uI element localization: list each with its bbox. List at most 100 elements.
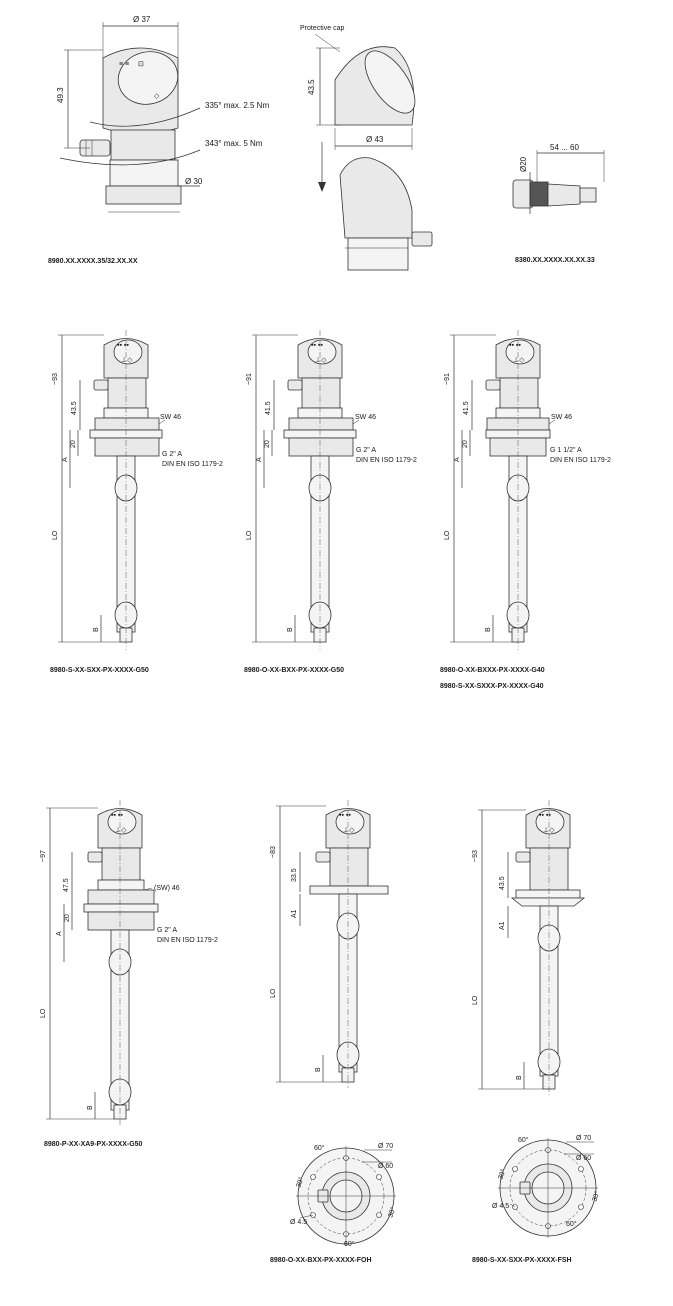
- row3-sensor-1: ▪▪ ▪▪ ⊥◇ ~97 47.5 20 A LO B (SW) 46 G 2"…: [40, 800, 218, 1148]
- flange-top-view-1: Ø 70 Ø 60 Ø 4.5 60° 30° 60° 30° 8980-O-X…: [270, 1143, 398, 1264]
- svg-text:≡ ≡: ≡ ≡: [119, 61, 129, 68]
- dim-neck-height: 33.5: [291, 868, 298, 882]
- dim-b: B: [315, 1067, 322, 1072]
- dim-neck-height: 41.5: [265, 401, 272, 415]
- cap-height: 43.5: [307, 79, 316, 95]
- thread-spec: G 2" A: [157, 927, 177, 934]
- thread-spec: G 1 1/2" A: [550, 447, 582, 454]
- dim-neck-height: 43.5: [499, 876, 506, 890]
- dim-total-height: ~97: [40, 850, 47, 862]
- dim-a: A: [56, 931, 63, 936]
- dim-d37: Ø 37: [133, 15, 151, 24]
- rotation-label-neck: 343° max. 5 Nm: [205, 139, 263, 148]
- flange-bolt-circle: Ø 60: [576, 1155, 591, 1162]
- dim-total-height: ~91: [444, 373, 451, 385]
- spanner-size: SW 46: [355, 414, 376, 421]
- dim-lo: LO: [52, 530, 59, 540]
- flange-outer-diameter: Ø 70: [378, 1143, 393, 1150]
- svg-text:⊡: ⊡: [138, 61, 144, 68]
- part-code: 8980.XX.XXXX.35/32.XX.XX: [48, 258, 138, 265]
- protective-cap-view: Protective cap 43.5 Ø 43: [300, 25, 433, 271]
- dim-lo: LO: [270, 988, 277, 998]
- dim-total-height: ~83: [270, 846, 277, 858]
- dim-neck-height: 41.5: [463, 401, 470, 415]
- dim-total-height: ~93: [52, 373, 59, 385]
- flange-angle-left: 30°: [294, 1176, 305, 1189]
- part-code: 8980-S-XX-SXX-PX-XXXX-FSH: [472, 1257, 572, 1264]
- dim-lo: LO: [40, 1008, 47, 1018]
- dim-lo: LO: [246, 530, 253, 540]
- spanner-size: (SW) 46: [154, 885, 180, 892]
- svg-text:▪▪ ▪▪: ▪▪ ▪▪: [539, 812, 551, 819]
- svg-text:▪▪ ▪▪: ▪▪ ▪▪: [111, 812, 123, 819]
- thread-norm: DIN EN ISO 1179-2: [162, 461, 223, 468]
- flange-bolt-circle: Ø 60: [378, 1163, 393, 1170]
- dim-neck-height: 47.5: [63, 878, 70, 892]
- dim-h49-3: 49.3: [56, 87, 65, 103]
- part-code: 8980-P-XX-XA9-PX-XXXX-G50: [44, 1141, 143, 1148]
- dim-flange-height: 20: [70, 440, 77, 448]
- flange-hole-diameter: Ø 4.5: [492, 1203, 509, 1210]
- dim-b: B: [87, 1105, 94, 1110]
- connector-view: 54 ... 60 Ø20 8380.XX.XXXX.XX.XX.33: [512, 143, 605, 264]
- svg-text:▪▪ ▪▪: ▪▪ ▪▪: [117, 342, 129, 349]
- row3-sensor-2: ▪▪ ▪▪ ⊥◇ ~83 33.5 A1 LO B: [270, 800, 389, 1088]
- top-sensor-view: ≡ ≡ ⊡ ◇ Ø 37 49.3 335° max. 2.5 Nm 343° …: [48, 15, 269, 265]
- connector-code: 8380.XX.XXXX.XX.XX.33: [515, 257, 595, 264]
- row2-sensor-1: ▪▪ ▪▪ ⊥◇ ~93 43.5 20 A LO B SW 46 G 2" A…: [50, 330, 223, 674]
- row3-sensor-3: ▪▪ ▪▪ ⊥◇ ~93 43.5 A1 LO B: [472, 800, 586, 1095]
- thread-norm: DIN EN ISO 1179-2: [157, 937, 218, 944]
- svg-text:▪▪ ▪▪: ▪▪ ▪▪: [311, 342, 323, 349]
- connector-diameter: Ø20: [519, 156, 528, 172]
- thread-norm: DIN EN ISO 1179-2: [356, 457, 417, 464]
- dim-b: B: [287, 627, 294, 632]
- spanner-size: SW 46: [160, 414, 181, 421]
- dim-total-height: ~91: [246, 373, 253, 385]
- dim-flange-height: 20: [462, 440, 469, 448]
- flange-angle-left: 30°: [496, 1168, 507, 1181]
- flange-top-view-2: Ø 70 Ø 60 Ø 4.5 60° 30° 60° 30° 8980-S-X…: [472, 1135, 602, 1264]
- svg-text:⊥◇: ⊥◇: [121, 357, 133, 364]
- flange-angle-top: 60°: [518, 1136, 529, 1144]
- flange-hole-diameter: Ø 4.5: [290, 1219, 307, 1226]
- row2-sensor-2: ▪▪ ▪▪ ⊥◇ ~91 41.5 20 A LO B SW 46 G 2" A…: [244, 330, 417, 674]
- dim-a1: A1: [499, 921, 506, 930]
- part-code: 8980-O-XX-BXXX-PX-XXXX-G40: [440, 667, 545, 674]
- dim-b: B: [93, 627, 100, 632]
- cap-label: Protective cap: [300, 25, 344, 32]
- part-code: 8980-O-XX-BXX-PX-XXXX-FOH: [270, 1257, 372, 1264]
- row2-sensor-3: ▪▪ ▪▪ ⊥◇ ~91 41.5 20 A LO B SW 46 G 1 1/…: [440, 330, 611, 690]
- dim-a1: A1: [291, 909, 298, 918]
- spanner-size: SW 46: [551, 414, 572, 421]
- dim-a: A: [256, 457, 263, 462]
- svg-text:◇: ◇: [154, 93, 160, 100]
- dim-a: A: [454, 457, 461, 462]
- svg-text:⊥◇: ⊥◇: [343, 827, 355, 834]
- part-code: 8980-S-XX-SXX-PX-XXXX-G50: [50, 667, 149, 674]
- thread-spec: G 2" A: [162, 451, 182, 458]
- part-code-alt: 8980-S-XX-SXXX-PX-XXXX-G40: [440, 683, 544, 690]
- part-code: 8980-O-XX-BXX-PX-XXXX-G50: [244, 667, 344, 674]
- connector-length: 54 ... 60: [550, 143, 579, 152]
- flange-angle-top: 60°: [314, 1144, 325, 1152]
- flange-angle-right: 30°: [386, 1206, 397, 1219]
- dim-a: A: [62, 457, 69, 462]
- flange-angle-right: 30°: [590, 1190, 601, 1203]
- dim-b: B: [516, 1075, 523, 1080]
- svg-text:⊥◇: ⊥◇: [115, 827, 127, 834]
- dim-total-height: ~93: [472, 850, 479, 862]
- flange-outer-diameter: Ø 70: [576, 1135, 591, 1142]
- dim-flange-height: 20: [64, 914, 71, 922]
- svg-text:▪▪ ▪▪: ▪▪ ▪▪: [509, 342, 521, 349]
- cap-diameter: Ø 43: [366, 135, 384, 144]
- svg-text:⊥◇: ⊥◇: [315, 357, 327, 364]
- dim-flange-height: 20: [264, 440, 271, 448]
- rotation-label-head: 335° max. 2.5 Nm: [205, 101, 269, 110]
- thread-norm: DIN EN ISO 1179-2: [550, 457, 611, 464]
- dim-lo: LO: [472, 995, 479, 1005]
- dim-lo: LO: [444, 530, 451, 540]
- svg-text:▪▪ ▪▪: ▪▪ ▪▪: [339, 812, 351, 819]
- dim-b: B: [485, 627, 492, 632]
- svg-text:⊥◇: ⊥◇: [513, 357, 525, 364]
